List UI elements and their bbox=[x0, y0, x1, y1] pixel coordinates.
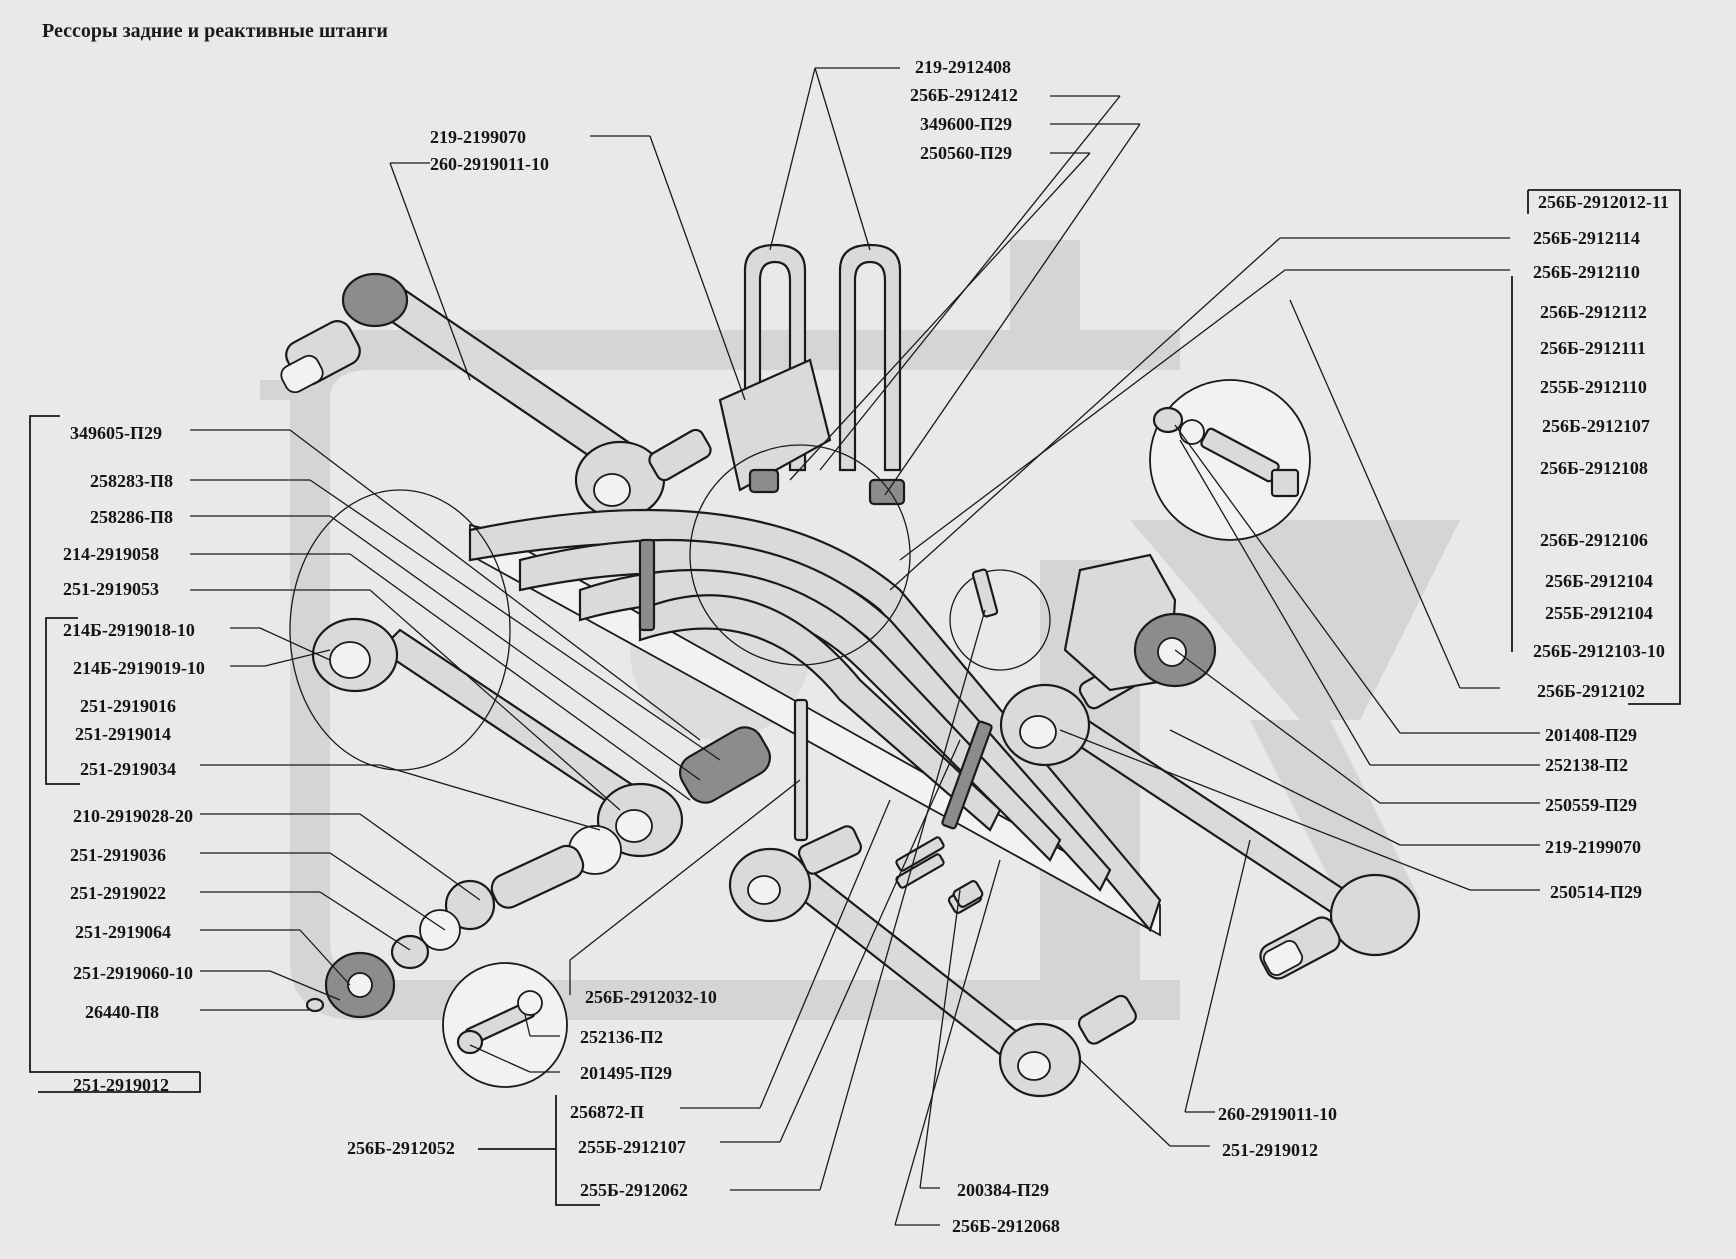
part-label-right-9: 256Б-2912104 bbox=[1545, 571, 1653, 591]
part-label-top-2: 349600-П29 bbox=[920, 114, 1012, 134]
part-label-right-12: 256Б-2912102 bbox=[1537, 681, 1645, 701]
part-label-bottom-9: 260-2919011-10 bbox=[1218, 1104, 1337, 1124]
detail-circle-center bbox=[689, 444, 911, 666]
part-label-right-7: 256Б-2912108 bbox=[1540, 458, 1648, 478]
part-label-right-17: 250514-П29 bbox=[1550, 882, 1642, 902]
part-label-bottom-7: 200384-П29 bbox=[957, 1180, 1049, 1200]
part-label-left-9: 251-2919034 bbox=[80, 759, 176, 779]
page-title: Рессоры задние и реактивные штанги bbox=[42, 20, 388, 42]
part-label-bottom-2: 201495-П29 bbox=[580, 1063, 672, 1083]
part-label-bottom-8: 256Б-2912068 bbox=[952, 1216, 1060, 1236]
part-label-left-13: 251-2919064 bbox=[75, 922, 171, 942]
part-label-top-3: 250560-П29 bbox=[920, 143, 1012, 163]
part-label-bottom-3: 256872-П bbox=[570, 1102, 644, 1122]
part-label-left-8: 251-2919014 bbox=[75, 724, 171, 744]
part-label-right-15: 250559-П29 bbox=[1545, 795, 1637, 815]
part-label-bottom-4: 256Б-2912052 bbox=[347, 1138, 455, 1158]
part-label-left-14: 251-2919060-10 bbox=[73, 963, 193, 983]
part-label-left-0: 349605-П29 bbox=[70, 423, 162, 443]
leader-lines bbox=[190, 67, 1540, 1226]
reaction-rod-bottom bbox=[728, 825, 1137, 1098]
part-label-left-11: 251-2919036 bbox=[70, 845, 166, 865]
part-label-right-13: 201408-П29 bbox=[1545, 725, 1637, 745]
part-label-right-2: 256Б-2912110 bbox=[1533, 262, 1640, 282]
part-label-bottom-6: 255Б-2912062 bbox=[580, 1180, 688, 1200]
part-label-right-1: 256Б-2912114 bbox=[1533, 228, 1640, 248]
part-label-left-5: 214Б-2919018-10 bbox=[63, 620, 195, 640]
part-label-left-7: 251-2919016 bbox=[80, 696, 176, 716]
part-labels: 349605-П29 258283-П8 258286-П8 214-2919058 2… bbox=[63, 57, 1669, 1236]
detail-circle-left bbox=[289, 489, 511, 771]
part-label-right-14: 252138-П2 bbox=[1545, 755, 1628, 775]
reaction-rod-middle-left bbox=[305, 617, 771, 1019]
part-label-bottom-5: 255Б-2912107 bbox=[578, 1137, 686, 1157]
part-label-bottom-0: 256Б-2912032-10 bbox=[585, 987, 717, 1007]
leaf-spring bbox=[468, 508, 1162, 937]
part-label-left-10: 210-2919028-20 bbox=[73, 806, 193, 826]
grouping-brackets bbox=[29, 189, 1681, 1206]
part-label-right-0: 256Б-2912012-11 bbox=[1538, 192, 1669, 212]
reaction-rod-upper-left bbox=[280, 272, 712, 520]
part-label-top-0: 219-2912408 bbox=[915, 57, 1011, 77]
u-bolts bbox=[718, 243, 906, 506]
part-label-left-15: 26440-П8 bbox=[85, 1002, 159, 1022]
part-label-left-12: 251-2919022 bbox=[70, 883, 166, 903]
bolt-detail-circle bbox=[442, 962, 568, 1088]
part-label-right-3: 256Б-2912112 bbox=[1540, 302, 1647, 322]
part-label-right-10: 255Б-2912104 bbox=[1545, 603, 1653, 623]
part-label-left-16: 251-2919012 bbox=[73, 1075, 169, 1095]
part-label-left-2: 258286-П8 bbox=[90, 507, 173, 527]
part-label-right-6: 256Б-2912107 bbox=[1542, 416, 1650, 436]
part-label-right-11: 256Б-2912103-10 bbox=[1533, 641, 1665, 661]
detail-circle-pin bbox=[949, 569, 1051, 671]
part-label-top-1: 256Б-2912412 bbox=[910, 85, 1018, 105]
part-label-top-5: 260-2919011-10 bbox=[430, 154, 549, 174]
part-label-top-4: 219-2199070 bbox=[430, 127, 526, 147]
part-label-left-3: 214-2919058 bbox=[63, 544, 159, 564]
part-label-right-8: 256Б-2912106 bbox=[1540, 530, 1648, 550]
part-label-left-4: 251-2919053 bbox=[63, 579, 159, 599]
part-label-right-5: 255Б-2912110 bbox=[1540, 377, 1647, 397]
part-label-bottom-1: 252136-П2 bbox=[580, 1027, 663, 1047]
part-label-right-4: 256Б-2912111 bbox=[1540, 338, 1646, 358]
part-label-bottom-10: 251-2919012 bbox=[1222, 1140, 1318, 1160]
part-label-right-16: 219-2199070 bbox=[1545, 837, 1641, 857]
bolt-detail-circle-right bbox=[1149, 379, 1311, 541]
part-label-left-6: 214Б-2919019-10 bbox=[73, 658, 205, 678]
part-label-left-1: 258283-П8 bbox=[90, 471, 173, 491]
